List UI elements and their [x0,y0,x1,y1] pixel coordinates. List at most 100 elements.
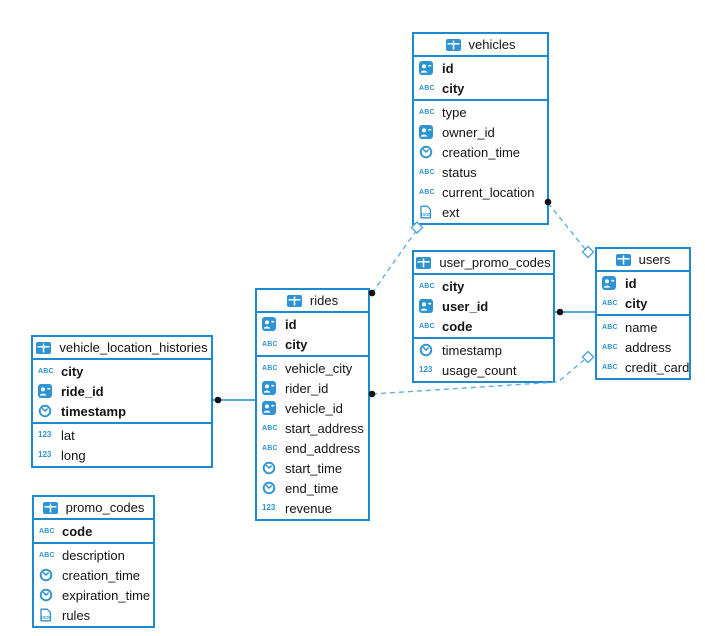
abc-icon: ABC [419,84,435,92]
column-label: city [442,80,465,96]
relation-vehicle-location-histories-rides[interactable] [213,396,255,404]
column-label: rider_id [285,380,329,396]
column-label: user_id [442,298,489,314]
id-badge-icon [419,125,437,139]
column-promo-code: ABC code [34,521,153,541]
column-label: type [442,104,467,120]
column-label: creation_time [442,144,521,160]
column-label: id [442,60,454,76]
column-rides-id: id [257,314,368,334]
column-label: usage_count [442,362,517,378]
column-section: timestamp 123 usage_count [414,339,553,381]
column-label: vehicle_id [285,400,343,416]
number-123-icon: 123 [38,430,52,439]
column-label: credit_card [625,359,690,375]
column-label: address [625,339,672,355]
id-badge-icon [419,299,437,313]
table-vehicles[interactable]: vehicles id ABC city ABC type owner_id cre… [412,32,549,225]
abc-icon: ABC [39,551,55,559]
abc-icon: ABC [419,282,435,290]
table-title: vehicles [468,37,516,52]
column-upc-timestamp: timestamp [414,340,553,360]
table-rides-header[interactable]: rides [257,290,368,313]
table-vehicles-header[interactable]: vehicles [414,34,547,57]
column-label: city [625,295,648,311]
column-label: long [61,447,86,463]
clock-icon [262,461,280,475]
column-vehicles-city: ABC city [414,78,547,98]
relation-user-promo-codes-users[interactable] [555,308,595,316]
column-promo-expiration-time: expiration_time [34,585,153,605]
abc-icon: ABC [419,108,435,116]
table-icon [36,341,54,354]
column-label: ride_id [61,383,104,399]
table-vlh-header[interactable]: vehicle_location_histories [33,337,211,360]
column-label: city [442,278,465,294]
column-label: code [62,523,93,539]
connector-dot [556,308,564,316]
table-users-header[interactable]: users [597,249,689,272]
abc-icon: ABC [602,363,618,371]
column-vlh-ride-id: ride_id [33,381,211,401]
column-label: city [285,336,308,352]
id-badge-icon [262,317,280,331]
json-icon: JSON [39,608,57,622]
column-label: vehicle_city [285,360,353,376]
column-label: id [285,316,297,332]
column-rides-rider-id: rider_id [257,378,368,398]
column-label: start_time [285,460,343,476]
table-icon [286,294,305,307]
table-title: user_promo_codes [439,255,551,270]
clock-icon [419,343,437,357]
primary-key-section: ABC code [34,520,153,544]
column-rides-end-time: end_time [257,478,368,498]
table-icon [445,38,464,51]
svg-text:JSON: JSON [40,615,51,620]
column-vehicles-creation-time: creation_time [414,142,547,162]
abc-icon: ABC [419,168,435,176]
column-label: end_address [285,440,361,456]
column-vehicles-owner-id: owner_id [414,122,547,142]
column-users-credit-card: ABC credit_card [597,357,689,377]
number-123-icon: 123 [419,365,433,374]
column-label: expiration_time [62,587,151,603]
connector-dot [214,396,222,404]
relation-vehicles-users[interactable] [544,198,595,259]
column-rides-start-time: start_time [257,458,368,478]
table-title: users [638,252,671,267]
column-label: ext [442,204,460,220]
abc-icon: ABC [39,527,55,535]
table-icon [416,256,434,269]
table-title: rides [309,293,339,308]
column-label: creation_time [62,567,141,583]
column-promo-creation-time: creation_time [34,565,153,585]
table-promo-codes-header[interactable]: promo_codes [34,497,153,520]
abc-icon: ABC [38,367,54,375]
table-icon [615,253,634,266]
table-user-promo-codes-header[interactable]: user_promo_codes [414,252,553,275]
primary-key-section: id ABC city [414,57,547,101]
